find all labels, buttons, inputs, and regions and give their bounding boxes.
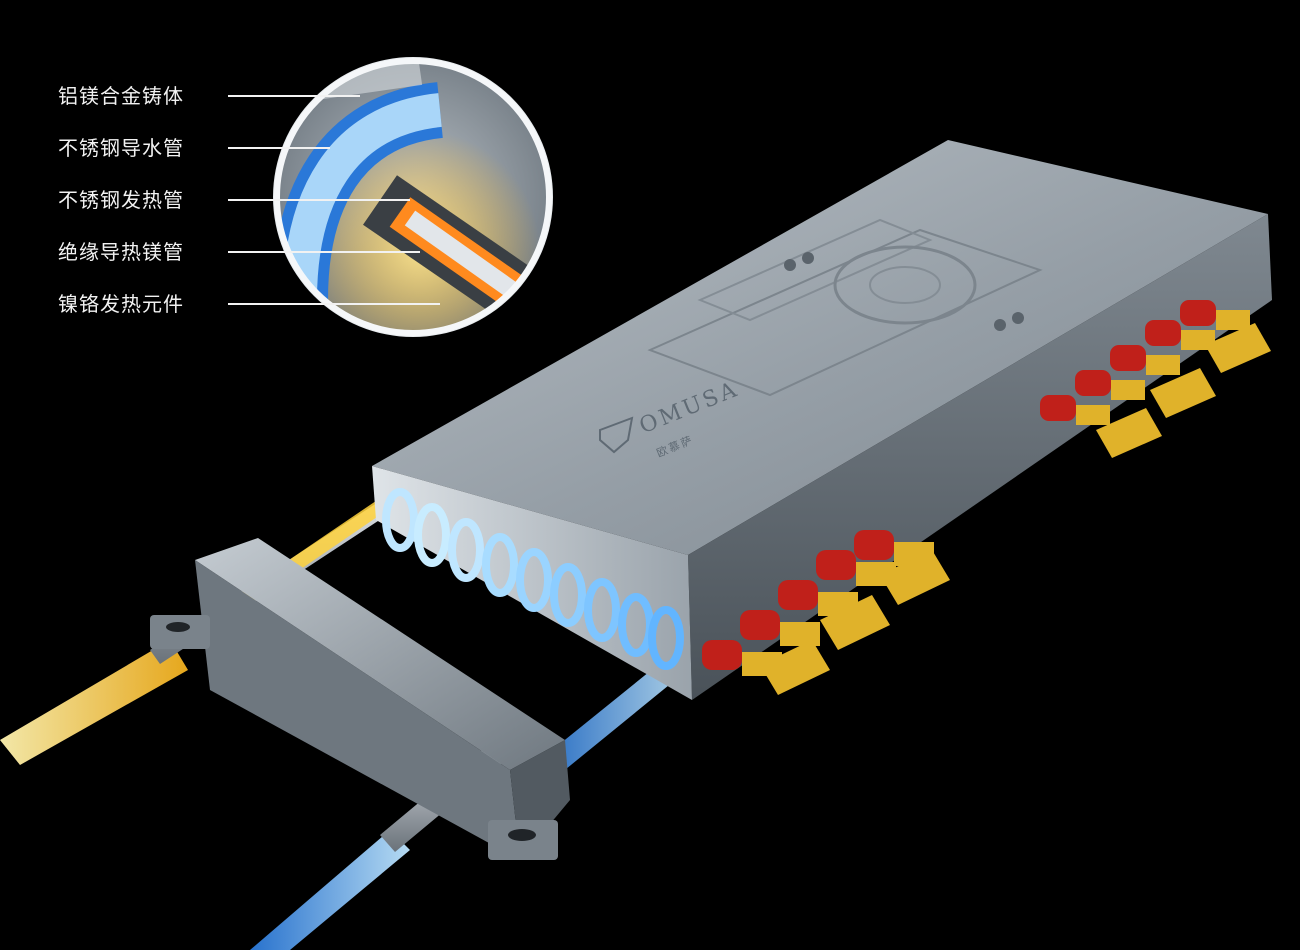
label-ss-water-tube: 不锈钢导水管 bbox=[58, 136, 184, 160]
label-al-mg-casting: 铝镁合金铸体 bbox=[58, 84, 184, 108]
label-insulated-mg-tube: 绝缘导热镁管 bbox=[58, 240, 184, 264]
label-nicr-element: 镍铬发热元件 bbox=[58, 292, 184, 316]
mounting-bracket bbox=[150, 538, 570, 860]
cross-section-lens bbox=[273, 57, 553, 337]
shield-logo-icon bbox=[599, 416, 634, 454]
terminals-front bbox=[702, 530, 950, 695]
heating-coils bbox=[382, 488, 684, 670]
callout-lines bbox=[228, 95, 440, 305]
label-ss-heating-tube: 不锈钢发热管 bbox=[58, 188, 184, 212]
terminals-back bbox=[1040, 300, 1271, 458]
